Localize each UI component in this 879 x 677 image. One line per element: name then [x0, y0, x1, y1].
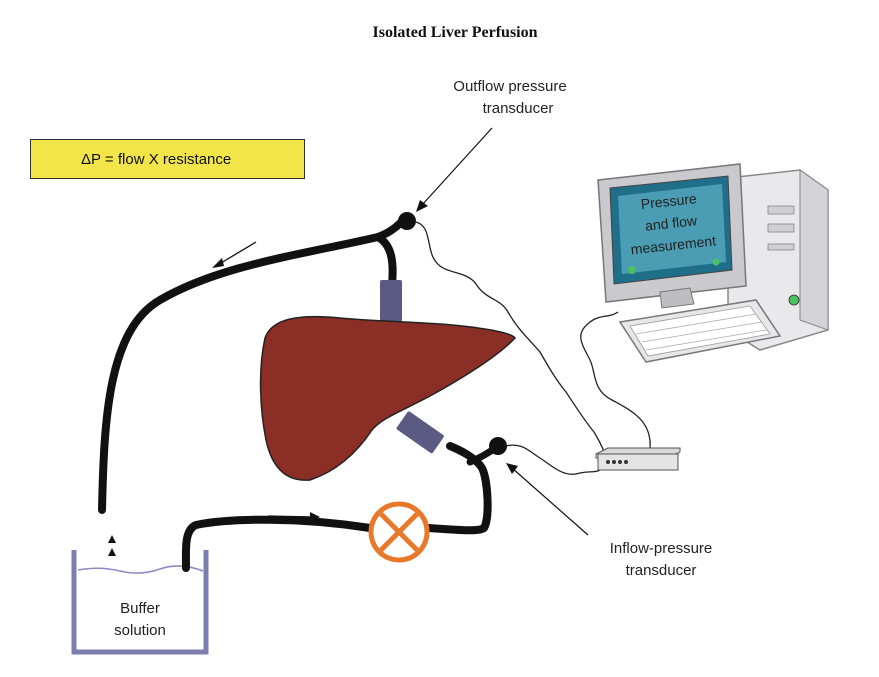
- computer-icon: [597, 163, 829, 363]
- outflow-transducer-icon: [398, 212, 416, 230]
- outflow-label-line2: transducer: [482, 100, 554, 117]
- outflow-cannula: [380, 280, 402, 322]
- flow-arrow-outflow: [212, 241, 257, 268]
- hepatic-vein-tube: [374, 233, 397, 289]
- buffer-label-line2: solution: [114, 622, 166, 639]
- inflow-transducer-icon: [489, 437, 507, 455]
- diagram-title: Isolated Liver Perfusion: [372, 24, 538, 41]
- computer-cable: [580, 311, 651, 449]
- inflow-label-line1: Inflow-pressure: [609, 540, 713, 557]
- outflow-transducer-label: Outflow pressure transducer: [440, 76, 580, 120]
- outflow-leader-line: [416, 127, 493, 212]
- pump-icon: [368, 501, 430, 563]
- outflow-return-tube: [98, 214, 409, 514]
- outflow-signal-wire: [415, 221, 607, 459]
- inflow-leader-line: [506, 463, 589, 536]
- equation-text: ΔP = flow X resistance: [81, 150, 232, 168]
- buffer-solution-label: Buffer solution: [94, 598, 186, 642]
- inflow-cannula: [396, 411, 444, 454]
- flow-arrow-inflow: [267, 512, 320, 522]
- buffer-label-line1: Buffer: [120, 600, 160, 617]
- monitor-screen-text: Pressure and flow measurement: [613, 184, 729, 261]
- drip-arrows: [108, 535, 116, 556]
- inflow-signal-wire: [505, 444, 603, 475]
- inflow-tube: [181, 442, 492, 572]
- liver: [259, 315, 516, 481]
- inflow-transducer-label: Inflow-pressure transducer: [596, 538, 726, 582]
- outflow-label-line1: Outflow pressure: [453, 78, 567, 95]
- equation-box: ΔP = flow X resistance: [30, 139, 305, 179]
- buffer-surface: [77, 565, 204, 574]
- inflow-label-line2: transducer: [625, 562, 697, 579]
- data-acquisition-box-icon: [595, 447, 681, 471]
- buffer-container: [71, 550, 209, 655]
